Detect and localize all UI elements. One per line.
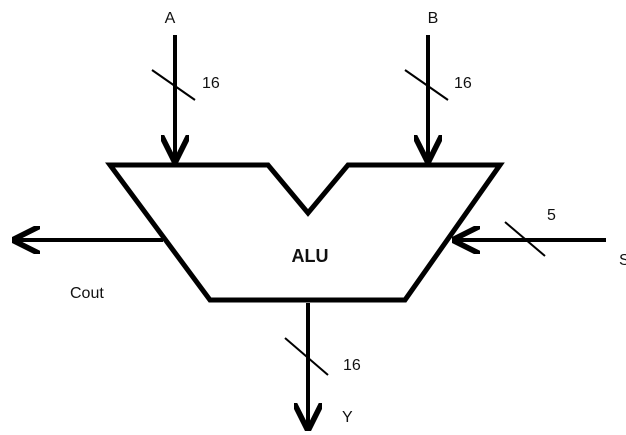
input-b-bus-slash bbox=[404, 69, 449, 101]
alu-label: ALU bbox=[292, 246, 329, 266]
input-a-bus-slash bbox=[151, 69, 196, 101]
input-b-label: B bbox=[428, 10, 439, 27]
cout-label: Cout bbox=[70, 285, 104, 302]
control-label: S bbox=[619, 252, 626, 269]
input-a-label: A bbox=[165, 10, 176, 27]
output-y-label: Y bbox=[342, 409, 353, 426]
output-y-bus-slash bbox=[284, 337, 329, 376]
input-b-width: 16 bbox=[454, 75, 472, 92]
control-width: 5 bbox=[547, 207, 556, 224]
input-a-width: 16 bbox=[202, 75, 220, 92]
alu-body bbox=[105, 162, 505, 303]
output-y-width: 16 bbox=[343, 357, 361, 374]
control-bus-slash bbox=[504, 221, 546, 257]
